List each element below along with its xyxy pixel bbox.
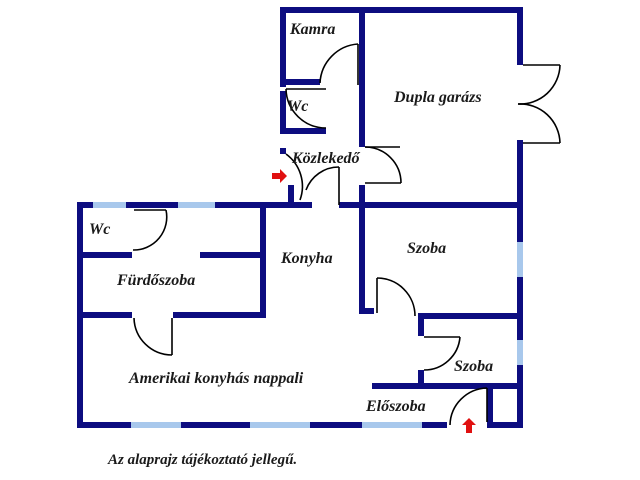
room-label-szoba-1: Szoba	[407, 240, 447, 257]
entry-arrows	[272, 169, 476, 433]
room-label-dupla-garazs: Dupla garázs	[394, 89, 482, 106]
doors	[132, 43, 561, 426]
main-entrance-arrow-icon	[462, 418, 476, 433]
room-label-kozlekedo: Közlekedő	[292, 150, 360, 167]
room-label-furdoszoba: Fürdőszoba	[117, 272, 196, 289]
side-entrance-arrow-icon	[272, 169, 287, 183]
windows	[93, 202, 523, 428]
disclaimer-note: Az alaprajz tájékoztató jellegű.	[108, 452, 298, 468]
room-label-wc-left: Wc	[89, 221, 111, 238]
room-label-szoba-2: Szoba	[454, 358, 494, 375]
room-label-wc-top: Wc	[287, 98, 309, 115]
room-label-eloszoba: Előszoba	[366, 398, 426, 415]
room-label-nappali: Amerikai konyhás nappali	[129, 370, 304, 387]
room-label-konyha: Konyha	[281, 250, 333, 267]
room-label-kamra: Kamra	[290, 21, 336, 38]
